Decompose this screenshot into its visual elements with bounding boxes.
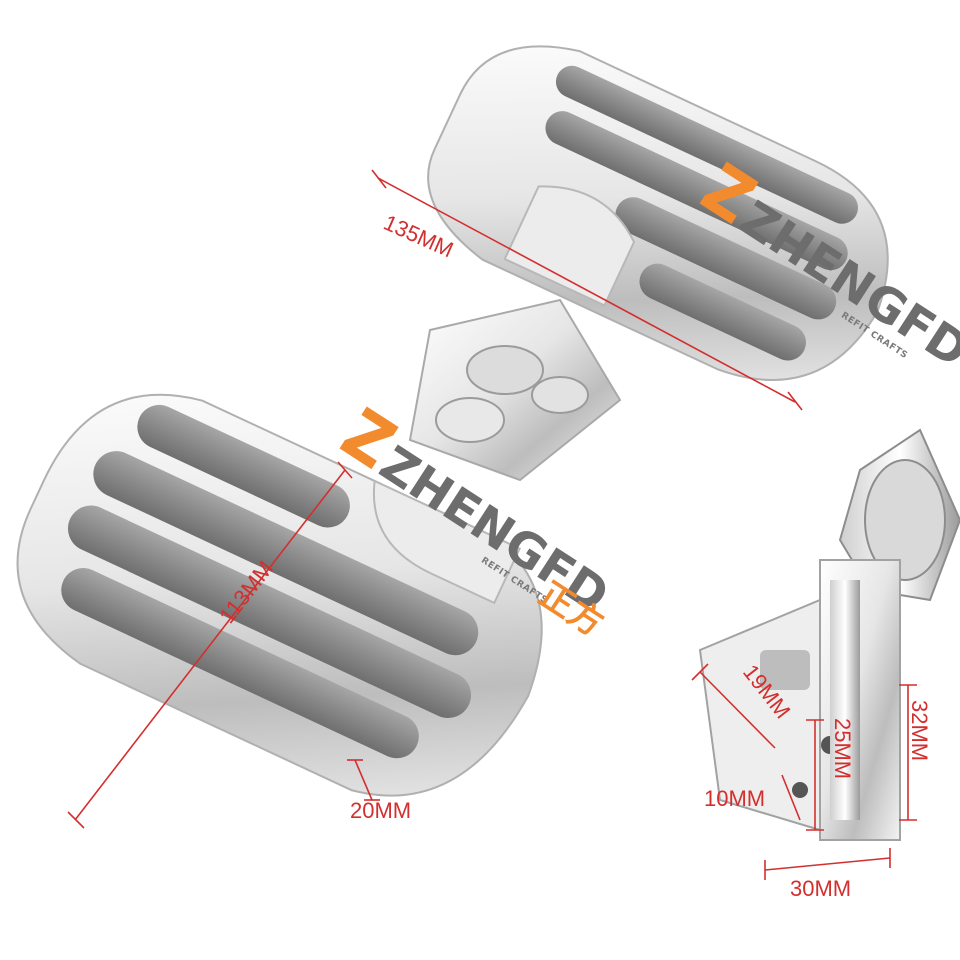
watermark-upper-logo-mark bbox=[699, 161, 759, 225]
dimension-10-label: 10MM bbox=[704, 786, 765, 811]
upper-rib-4 bbox=[639, 263, 806, 361]
dimension-30-label: 30MM bbox=[790, 876, 851, 901]
lower-rib-1 bbox=[137, 404, 350, 528]
upper-rib-3 bbox=[615, 197, 837, 320]
dimension-25-label: 25MM bbox=[830, 718, 855, 779]
bolt-spring bbox=[838, 428, 960, 602]
dimension-20-label: 20MM bbox=[350, 798, 411, 823]
upper-rib-1 bbox=[555, 65, 859, 224]
dimension-25: 25MM bbox=[806, 718, 855, 831]
watermark-lower-logo-mark bbox=[339, 406, 399, 470]
upper-rib-2 bbox=[545, 111, 848, 271]
dimension-20: 20MM bbox=[347, 759, 411, 823]
lower-rib-4 bbox=[61, 568, 419, 759]
lower-rib-2 bbox=[93, 451, 479, 656]
clevis-bracket bbox=[698, 559, 901, 841]
mount-bracket bbox=[408, 298, 622, 482]
dimension-32-label: 32MM bbox=[907, 700, 932, 761]
dimension-10: 10MM bbox=[704, 774, 801, 821]
upper-footpeg bbox=[427, 45, 889, 381]
upper-mount-notch bbox=[503, 185, 636, 307]
dimension-32: 32MM bbox=[899, 684, 932, 821]
lower-rib-3 bbox=[67, 505, 472, 719]
dimension-30: 30MM bbox=[764, 848, 891, 901]
lower-mount-notch bbox=[372, 479, 521, 605]
lower-footpeg bbox=[16, 393, 543, 797]
pin-hole-bottom bbox=[792, 782, 808, 798]
